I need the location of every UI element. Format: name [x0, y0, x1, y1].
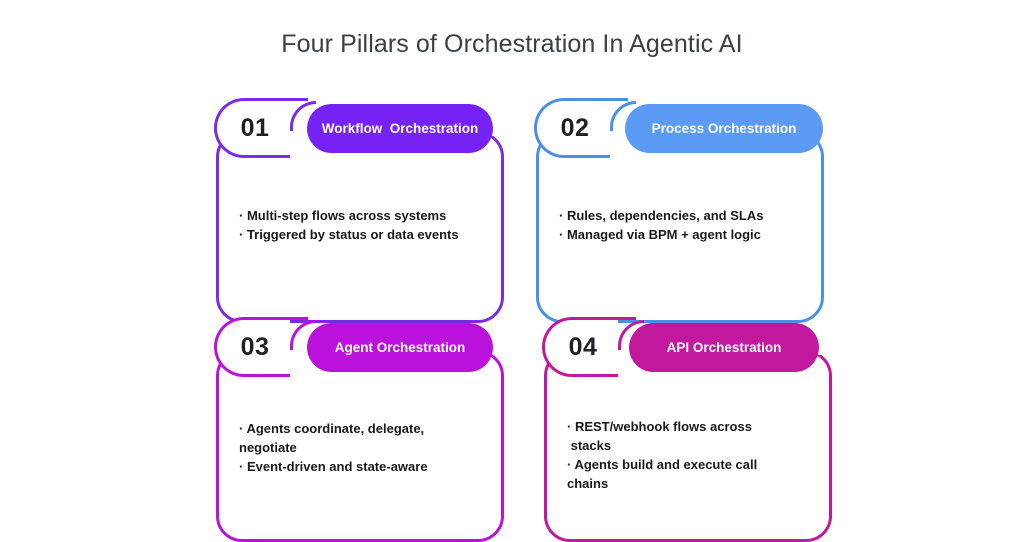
card-number: 03 [240, 333, 270, 361]
bullet-item: · Rules, dependencies, and SLAs [559, 208, 764, 223]
pillar-card-02[interactable]: 02 Process Orchestration · Rules, depend… [534, 98, 833, 323]
pillar-card-03[interactable]: 03 Agent Orchestration · Agents coordina… [214, 317, 507, 542]
bullet-item: · REST/webhook flows across [567, 419, 752, 434]
bullet-item: · Multi-step flows across systems [239, 208, 447, 223]
bullet-item: · Triggered by status or data events [239, 227, 459, 242]
bullet-item: · Event-driven and state-aware [239, 459, 428, 474]
bullet-item: · Agents coordinate, delegate, [239, 421, 425, 436]
pillar-card-01[interactable]: 01 Workflow Orchestration · Multi-step f… [214, 98, 507, 323]
card-bullet-list: · Rules, dependencies, and SLAs · Manage… [559, 206, 811, 244]
card-bullet-list: · Agents coordinate, delegate, negotiate… [239, 419, 491, 476]
bullet-item: · Managed via BPM + agent logic [559, 227, 761, 242]
bullet-item: · Agents build and execute call [567, 457, 758, 472]
card-number-badge: 02 [534, 98, 628, 158]
pillar-card-04[interactable]: 04 API Orchestration · REST/webhook flow… [542, 317, 832, 542]
card-number: 04 [568, 333, 598, 361]
card-number-badge: 03 [214, 317, 308, 377]
card-bullet-list: · REST/webhook flows across stacks · Age… [567, 417, 815, 493]
card-number: 01 [240, 114, 270, 142]
bullet-item-continuation: stacks [567, 438, 612, 453]
card-number-badge: 04 [542, 317, 636, 377]
bullet-item-continuation: negotiate [239, 440, 297, 455]
card-title-pill[interactable]: Agent Orchestration [307, 323, 493, 372]
bullet-item-continuation: chains [567, 476, 609, 491]
page-title: Four Pillars of Orchestration In Agentic… [281, 30, 743, 58]
card-number: 02 [560, 114, 590, 142]
card-title-pill[interactable]: Process Orchestration [625, 104, 823, 153]
card-title-pill[interactable]: Workflow Orchestration [307, 104, 493, 153]
card-number-badge: 01 [214, 98, 308, 158]
card-bullet-list: · Multi-step flows across systems · Trig… [239, 206, 491, 244]
card-title-pill[interactable]: API Orchestration [629, 323, 819, 372]
